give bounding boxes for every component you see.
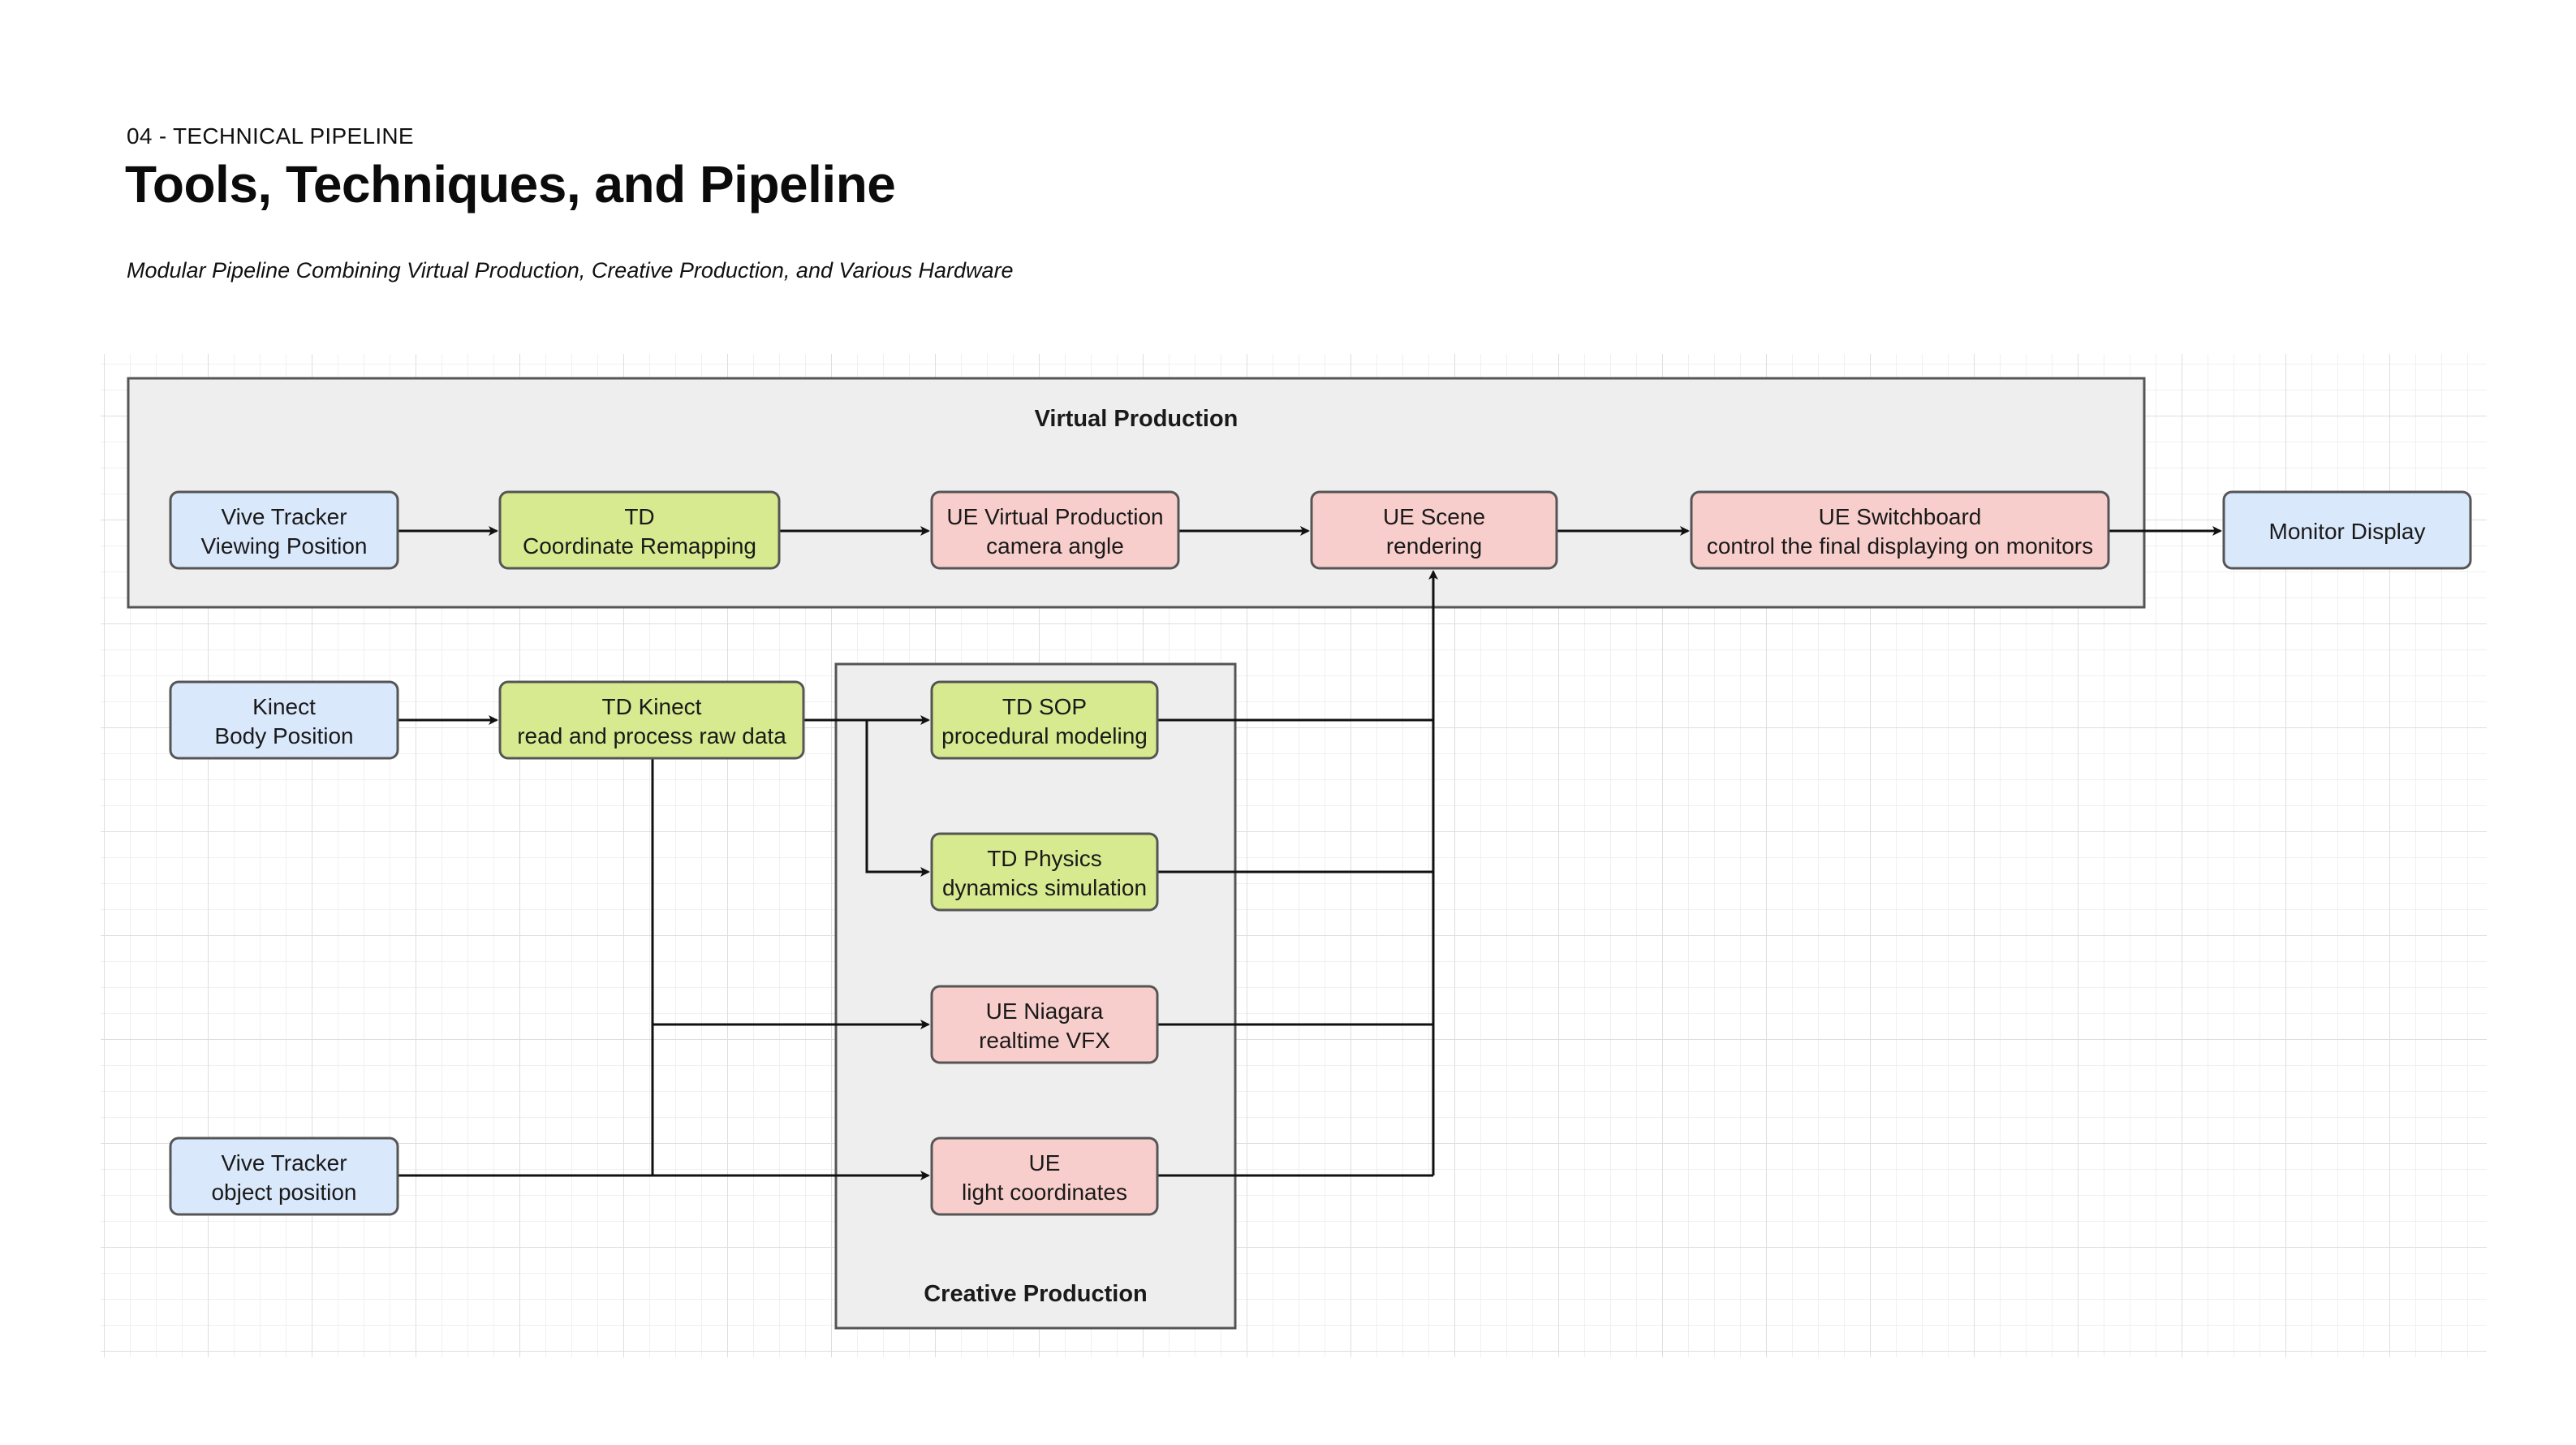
group-title-creative-production: Creative Production [924, 1281, 1148, 1307]
svg-text:UE: UE [1029, 1150, 1061, 1175]
svg-text:control the final displaying o: control the final displaying on monitors [1707, 533, 2093, 559]
svg-text:Vive Tracker: Vive Tracker [221, 1150, 347, 1175]
node-monitor-display: Monitor Display [2222, 490, 2472, 570]
svg-text:rendering: rendering [1386, 533, 1482, 559]
node-vive-tracker-object: Vive Tracker object position [169, 1137, 399, 1216]
svg-text:TD: TD [624, 504, 654, 529]
node-ue-niagara: UE Niagara realtime VFX [930, 985, 1159, 1064]
page-subtitle: Modular Pipeline Combining Virtual Produ… [127, 258, 1014, 283]
node-td-physics: TD Physics dynamics simulation [930, 832, 1159, 912]
edge-td-kinect-to-td-physics [865, 720, 930, 877]
svg-text:camera angle: camera angle [986, 533, 1124, 559]
svg-text:realtime VFX: realtime VFX [979, 1028, 1110, 1053]
svg-text:UE Virtual Production: UE Virtual Production [946, 504, 1163, 529]
node-ue-scene: UE Scene rendering [1310, 490, 1558, 570]
edges [398, 526, 2222, 1180]
node-td-sop: TD SOP procedural modeling [930, 680, 1159, 760]
group-title-virtual-production: Virtual Production [1035, 406, 1238, 432]
section-label: 04 - TECHNICAL PIPELINE [127, 123, 414, 149]
svg-text:UE Scene: UE Scene [1383, 504, 1485, 529]
svg-text:UE Switchboard: UE Switchboard [1819, 504, 1982, 529]
svg-text:UE Niagara: UE Niagara [986, 999, 1104, 1024]
svg-text:procedural modeling: procedural modeling [941, 723, 1148, 748]
node-kinect: Kinect Body Position [169, 680, 399, 760]
page-title: Tools, Techniques, and Pipeline [125, 155, 896, 214]
node-vive-tracker-viewing: Vive Tracker Viewing Position [169, 490, 399, 570]
node-td-kinect: TD Kinect read and process raw data [498, 680, 805, 760]
svg-text:read and process raw data: read and process raw data [517, 723, 786, 748]
node-ue-switchboard: UE Switchboard control the final display… [1690, 490, 2110, 570]
svg-text:Monitor Display: Monitor Display [2269, 519, 2426, 544]
svg-text:TD Kinect: TD Kinect [602, 694, 702, 719]
svg-text:TD Physics: TD Physics [987, 846, 1102, 871]
node-ue-light-coordinates: UE light coordinates [930, 1137, 1159, 1216]
svg-text:Coordinate Remapping: Coordinate Remapping [523, 533, 756, 559]
svg-text:Viewing Position: Viewing Position [201, 533, 368, 559]
svg-text:Body Position: Body Position [214, 723, 353, 748]
node-td-coordinate-remapping: TD Coordinate Remapping [498, 490, 781, 570]
svg-text:dynamics simulation: dynamics simulation [942, 875, 1147, 900]
svg-text:Vive Tracker: Vive Tracker [221, 504, 347, 529]
svg-text:Kinect: Kinect [252, 694, 316, 719]
svg-text:TD SOP: TD SOP [1002, 694, 1087, 719]
svg-text:object position: object position [211, 1180, 356, 1205]
node-ue-virtual-production: UE Virtual Production camera angle [930, 490, 1180, 570]
svg-text:light coordinates: light coordinates [962, 1180, 1127, 1205]
